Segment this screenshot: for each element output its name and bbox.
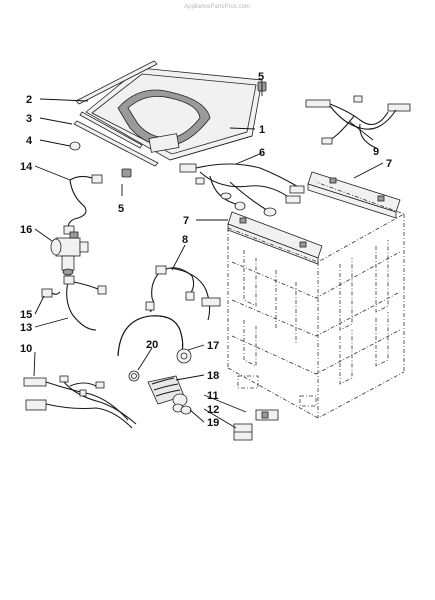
callout-7-upper: 7 xyxy=(386,158,392,170)
callouts: 2 3 4 1 5 6 9 7 7 5 14 16 8 15 13 10 17 … xyxy=(20,71,392,429)
wire-harness-lower xyxy=(23,375,137,429)
rear-trim xyxy=(73,111,159,167)
callout-1: 1 xyxy=(259,124,265,136)
bracket-lower xyxy=(227,211,323,265)
plug-part xyxy=(69,141,81,151)
callout-17: 17 xyxy=(207,340,219,352)
callout-8: 8 xyxy=(182,234,188,246)
wire-harness-right xyxy=(305,95,411,149)
callout-19: 19 xyxy=(207,417,219,429)
hose-clamp-19 xyxy=(172,403,192,415)
callout-16: 16 xyxy=(20,224,32,236)
callout-7-lower: 7 xyxy=(183,215,189,227)
watermark-text: AppliancePartsPros.com xyxy=(184,4,250,10)
fill-hose xyxy=(63,275,107,331)
water-valve xyxy=(50,231,89,276)
switch-cover xyxy=(233,423,253,441)
leader-lines xyxy=(33,82,384,429)
callout-10: 10 xyxy=(20,343,32,355)
callout-13: 13 xyxy=(20,322,32,334)
callout-14: 14 xyxy=(20,161,33,173)
cabinet-outline xyxy=(227,181,405,419)
callout-15: 15 xyxy=(20,309,32,321)
drain-tube xyxy=(147,375,188,407)
wire-harness-upper xyxy=(179,163,305,217)
front-trim xyxy=(75,60,158,105)
callout-5-lower: 5 xyxy=(118,203,124,215)
callout-4: 4 xyxy=(26,135,33,147)
drain-hose xyxy=(117,315,192,364)
clip-lower xyxy=(121,168,132,178)
lid-switch xyxy=(255,409,279,421)
callout-18: 18 xyxy=(207,370,219,382)
valve-connector xyxy=(41,288,61,298)
wire-harness-center xyxy=(145,265,221,321)
callout-2: 2 xyxy=(26,94,32,106)
hose-clamp-20 xyxy=(128,370,140,382)
callout-5-upper: 5 xyxy=(258,71,264,83)
callout-20: 20 xyxy=(146,339,158,351)
callout-3: 3 xyxy=(26,113,32,125)
callout-12: 12 xyxy=(207,404,219,416)
bracket-upper xyxy=(307,171,401,219)
callout-9: 9 xyxy=(373,146,379,158)
inlet-hose xyxy=(63,174,103,235)
callout-6: 6 xyxy=(259,147,265,159)
top-panel xyxy=(85,67,263,161)
callout-11: 11 xyxy=(207,390,219,402)
